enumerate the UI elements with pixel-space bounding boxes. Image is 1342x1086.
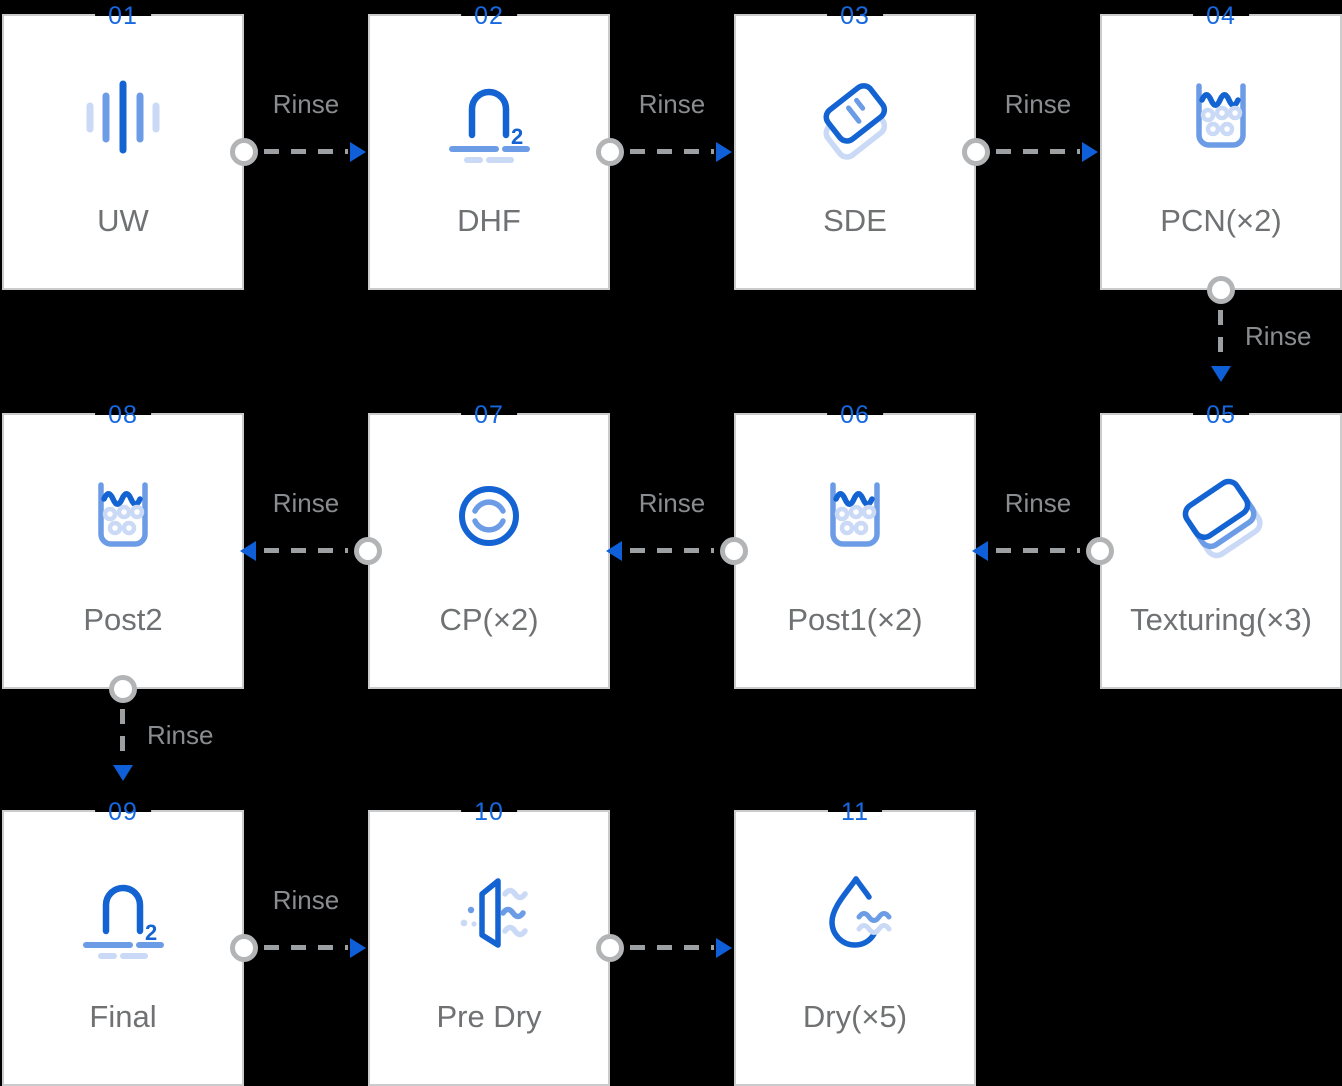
process-step-card: 08 Post2 (2, 400, 244, 689)
dashed-line (630, 149, 714, 154)
connector-node (1207, 276, 1235, 304)
connector-node (596, 934, 624, 962)
step-number: 11 (828, 797, 882, 827)
connector-node (720, 537, 748, 565)
step-label: CP(×2) (439, 602, 539, 637)
svg-text:2: 2 (511, 124, 523, 149)
process-step-card: 03 SDE (734, 1, 976, 290)
connector-09-to-10: Rinse (230, 886, 368, 962)
dashed-line (264, 548, 348, 553)
ultrasonic-waves-icon (75, 69, 171, 165)
step-label: SDE (823, 203, 887, 238)
connector-node (354, 537, 382, 565)
arrow-down-icon (113, 765, 133, 781)
connector-node (109, 675, 137, 703)
dashed-line (120, 709, 125, 761)
connector-02-to-03: Rinse (596, 90, 734, 166)
step-number: 09 (95, 797, 151, 827)
svg-text:2: 2 (145, 920, 157, 945)
step-number: 04 (1193, 1, 1249, 31)
connector-05-to-06: Rinse (972, 489, 1114, 565)
dashed-line (630, 548, 714, 553)
step-number: 08 (95, 400, 151, 430)
connector-06-to-07: Rinse (606, 489, 748, 565)
arrow-down-icon (1211, 366, 1231, 382)
air-knife-icon (441, 865, 537, 961)
step-number: 05 (1193, 400, 1249, 430)
arrow-right-icon (1082, 142, 1098, 162)
step-number: 01 (95, 1, 151, 31)
chemical-tank-icon (807, 468, 903, 564)
connector-label: Rinse (272, 488, 340, 518)
connector-03-to-04: Rinse (962, 90, 1100, 166)
process-step-card: 01 UW (2, 1, 244, 290)
connector-label: Rinse (638, 488, 706, 518)
chemical-tank-icon (1173, 69, 1269, 165)
connector-label: Rinse (272, 885, 340, 915)
connector-label: Rinse (1004, 89, 1072, 119)
connector-10-to-11 (596, 934, 734, 962)
step-label: Post2 (83, 602, 163, 637)
arrow-right-icon (716, 938, 732, 958)
hf-bath-icon: 2 (75, 865, 171, 961)
connector-node (230, 934, 258, 962)
hf-bath-icon: 2 (441, 69, 537, 165)
connector-label: Rinse (147, 720, 214, 750)
step-number: 10 (461, 797, 517, 827)
connector-node (1086, 537, 1114, 565)
connector-01-to-02: Rinse (230, 90, 368, 166)
dashed-line (264, 945, 348, 950)
step-label: Final (89, 999, 157, 1034)
arrow-right-icon (716, 142, 732, 162)
process-step-card: 02 2 DHF (368, 1, 610, 290)
step-label: Post1(×2) (787, 602, 923, 637)
arrow-right-icon (350, 938, 366, 958)
connector-07-to-08: Rinse (240, 489, 382, 565)
step-label: Texturing(×3) (1130, 602, 1312, 637)
process-step-card: 04 PCN(×2) (1100, 1, 1342, 290)
connector-node (962, 138, 990, 166)
rotation-icon (441, 468, 537, 564)
step-label: PCN(×2) (1160, 203, 1282, 238)
process-step-card: 07 CP(×2) (368, 400, 610, 689)
process-step-card: 05 Texturing(×3) (1100, 400, 1342, 689)
step-label: DHF (457, 203, 521, 238)
process-step-card: 10 Pre Dry (368, 797, 610, 1086)
dashed-line (630, 945, 714, 950)
dashed-line (996, 149, 1080, 154)
connector-08-to-09: Rinse (109, 675, 213, 810)
connector-label: Rinse (272, 89, 340, 119)
step-label: Pre Dry (436, 999, 542, 1034)
step-number: 06 (827, 400, 883, 430)
process-step-card: 11 Dry(×5) (734, 797, 976, 1086)
arrow-left-icon (240, 541, 256, 561)
dashed-line (1218, 310, 1223, 362)
step-label: UW (97, 203, 149, 238)
process-step-card: 06 Post1(×2) (734, 400, 976, 689)
arrow-left-icon (606, 541, 622, 561)
wafer-stack-icon (1173, 468, 1269, 564)
connector-node (596, 138, 624, 166)
droplet-dry-icon (807, 865, 903, 961)
arrow-left-icon (972, 541, 988, 561)
connector-04-to-05: Rinse (1207, 276, 1311, 413)
step-number: 02 (461, 1, 517, 31)
step-label: Dry(×5) (802, 999, 908, 1034)
dashed-line (996, 548, 1080, 553)
dashed-line (264, 149, 348, 154)
wafer-etch-icon (807, 69, 903, 165)
connector-label: Rinse (638, 89, 706, 119)
connector-label: Rinse (1245, 321, 1312, 351)
connector-node (230, 138, 258, 166)
step-number: 03 (827, 1, 883, 31)
chemical-tank-icon (75, 468, 171, 564)
connector-label: Rinse (1004, 488, 1072, 518)
arrow-right-icon (350, 142, 366, 162)
step-number: 07 (461, 400, 517, 430)
process-step-card: 09 2 Final (2, 797, 244, 1086)
